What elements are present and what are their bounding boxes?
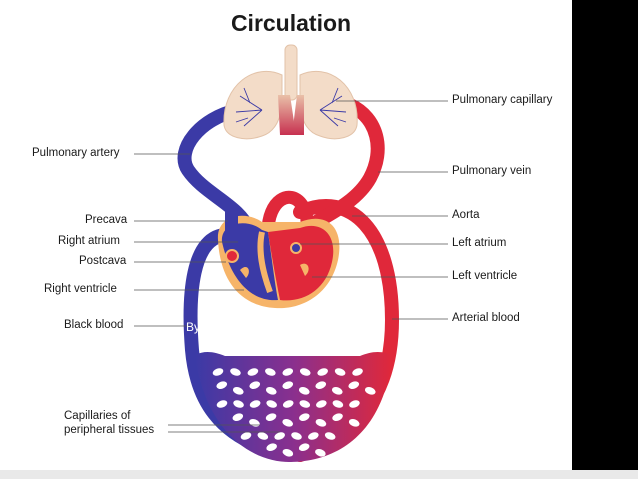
bottom-bar xyxy=(0,470,638,479)
overlay-text-line2: S xyxy=(200,341,209,355)
circulation-diagram xyxy=(134,44,448,462)
label-left-ventricle: Left ventricle xyxy=(452,270,518,282)
label-pulmonary-capillary: Pulmonary capillary xyxy=(452,94,553,106)
label-leader-lines xyxy=(134,100,448,433)
slide-canvas: Circulation Pulmonary artery Precava Rig… xyxy=(0,0,572,479)
label-black-blood: Black blood xyxy=(64,319,124,331)
pulmonary-vein-vessel xyxy=(293,98,385,239)
label-pulmonary-artery: Pulmonary artery xyxy=(32,147,120,159)
lungs xyxy=(223,44,358,140)
label-arterial-blood: Arterial blood xyxy=(452,312,520,324)
label-pulmonary-vein: Pulmonary vein xyxy=(452,165,532,177)
overlay-text-line1: By xyxy=(186,320,201,334)
label-precava: Precava xyxy=(85,214,128,226)
label-capillaries-line2: peripheral tissues xyxy=(64,424,155,436)
label-right-ventricle: Right ventricle xyxy=(44,283,117,295)
diagram-title: Circulation xyxy=(230,10,352,36)
label-postcava: Postcava xyxy=(79,255,127,267)
peripheral-capillary-bed xyxy=(195,352,392,462)
left-heart-chambers xyxy=(268,225,334,301)
capillary-network-holes xyxy=(212,368,376,457)
heart xyxy=(217,210,340,309)
label-left-atrium: Left atrium xyxy=(452,237,507,249)
label-aorta: Aorta xyxy=(452,209,480,221)
label-capillaries-line1: Capillaries of xyxy=(64,410,131,422)
label-right-atrium: Right atrium xyxy=(58,235,120,247)
